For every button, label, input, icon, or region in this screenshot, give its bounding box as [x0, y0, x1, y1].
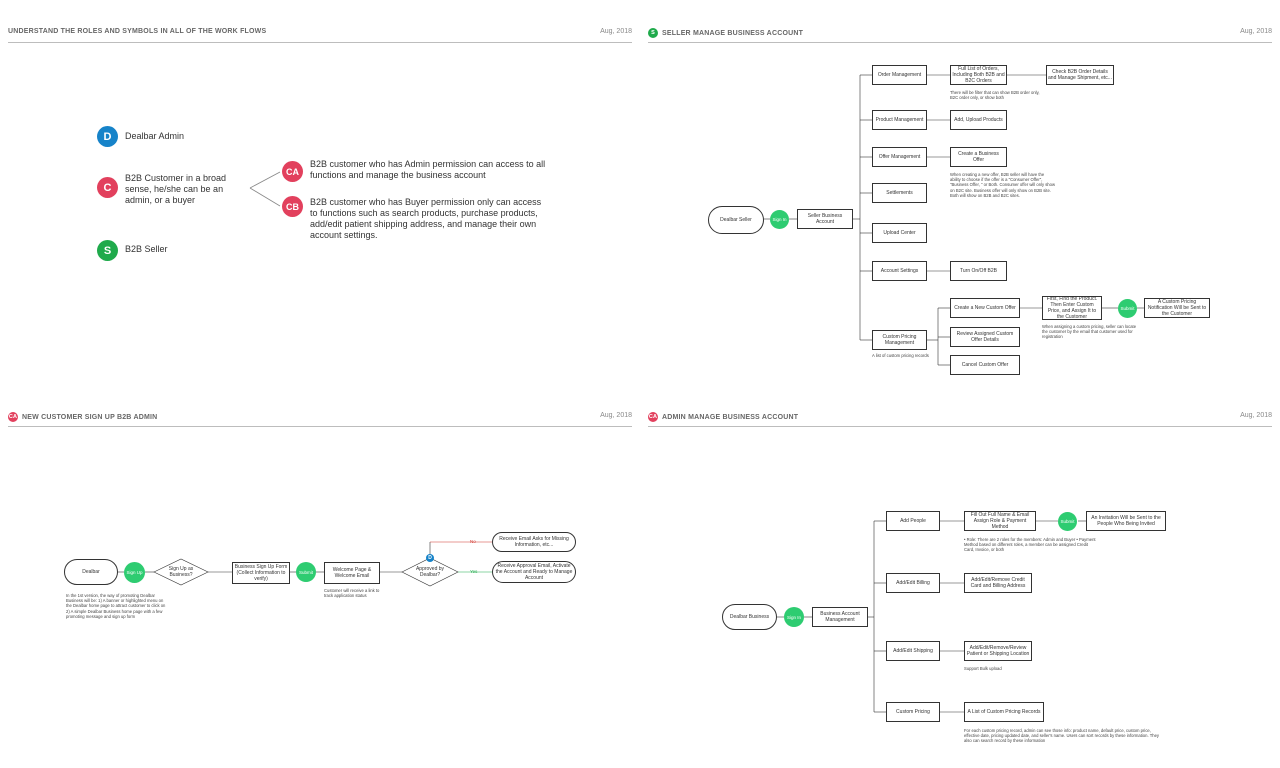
- create-business-offer: Create a Business Offer: [950, 147, 1007, 167]
- role-label-customer: B2B Customer in a broad sense, he/she ca…: [125, 173, 227, 205]
- role-label-customer-buyer: B2B customer who has Buyer permission on…: [310, 197, 542, 240]
- order-management: Order Management: [872, 65, 927, 85]
- add-people: Add People: [886, 511, 940, 531]
- signup-flow-lines: [118, 541, 492, 587]
- panel-title-text: ADMIN MANAGE BUSINESS ACCOUNT: [662, 413, 799, 421]
- seller-business-account: Seller Business Account: [797, 209, 853, 229]
- panel-header: UNDERSTAND THE ROLES AND SYMBOLS IN ALL …: [8, 28, 632, 43]
- panel-title: CA NEW CUSTOMER SIGN UP B2B ADMIN: [8, 412, 157, 422]
- admin-flow-lines: [777, 520, 1086, 713]
- pricing-note: For each custom pricing record, admin ca…: [964, 728, 1160, 744]
- role-label-customer-admin: B2B customer who has Admin permission ca…: [310, 159, 546, 180]
- customer-admin-badge-icon: CA: [8, 412, 18, 422]
- panel-title: S SELLER MANAGE BUSINESS ACCOUNT: [648, 28, 803, 38]
- sign-in-step: Sign In: [770, 210, 789, 229]
- settlements: Settlements: [872, 183, 927, 203]
- receive-missing-info-email: Receive Email Asks for Missing Informati…: [492, 532, 576, 552]
- start-dealbar-seller: Dealbar Seller: [708, 206, 764, 234]
- invitation-sent: An Invitation Will be Sent to the People…: [1086, 511, 1166, 531]
- order-note: There will be filter that can show B2B o…: [950, 90, 1040, 101]
- decision-approved: Approved by Dealbar?: [415, 566, 445, 578]
- custom-pricing-notification: A Custom Pricing Notification Will be Se…: [1144, 298, 1210, 318]
- welcome-note: Customer will receive a link to track ap…: [324, 588, 380, 599]
- customer-admin-badge-icon: CA: [648, 412, 658, 422]
- find-product-assign-price: First, Find the Product. Then Enter Cust…: [1042, 296, 1102, 320]
- create-new-custom-offer: Create a New Custom Offer: [950, 298, 1020, 318]
- offer-management: Offer Management: [872, 147, 927, 167]
- decision-sign-up-business: Sign Up as Business?: [168, 566, 194, 578]
- custom-note: When assigning a custom pricing, seller …: [1042, 324, 1137, 340]
- submit-step: Submit: [296, 562, 316, 582]
- submit-step: Submit: [1058, 512, 1077, 531]
- welcome-page-email: Welcome Page & Welcome Email: [324, 562, 380, 584]
- fill-out-name-email: Fill Out Full Name & Email Assign Role &…: [964, 511, 1036, 531]
- business-account-management: Business Account Management: [812, 607, 868, 627]
- shipping-note: Support Bulk upload: [964, 666, 1002, 671]
- people-note: • Role: There are 2 roles for the member…: [964, 537, 1096, 553]
- panel-date: Aug, 2018: [1240, 28, 1272, 35]
- custom-list-note: A list of custom pricing records: [872, 353, 929, 358]
- seller-badge-icon: S: [648, 28, 658, 38]
- signup-panel: CA NEW CUSTOMER SIGN UP B2B ADMIN Aug, 20…: [0, 384, 640, 768]
- review-assigned-custom-offer: Review Assigned Custom Offer Details: [950, 327, 1020, 347]
- customer-buyer-badge-icon: CB: [282, 196, 303, 217]
- add-edit-credit-card: Add/Edit/Remove Credit Card and Billing …: [964, 573, 1032, 593]
- role-label-seller: B2B Seller: [125, 244, 168, 254]
- product-management: Product Management: [872, 110, 927, 130]
- full-list-of-orders: Full List of Orders, Including Both B2B …: [950, 65, 1007, 85]
- panel-header: CA ADMIN MANAGE BUSINESS ACCOUNT Aug, 201…: [648, 412, 1272, 427]
- add-edit-billing: Add/Edit Billing: [886, 573, 940, 593]
- add-edit-shipping-location: Add/Edit/Remove/Review Patient or Shippi…: [964, 641, 1032, 661]
- start-dealbar: Dealbar: [64, 559, 118, 585]
- turn-on-off-b2b: Turn On/Off B2B: [950, 261, 1007, 281]
- admin-badge-icon: D: [97, 126, 118, 147]
- role-label-admin: Dealbar Admin: [125, 131, 185, 141]
- roles-panel: UNDERSTAND THE ROLES AND SYMBOLS IN ALL …: [0, 0, 640, 384]
- seller-flow-lines: [764, 74, 1144, 366]
- upload-center: Upload Center: [872, 223, 927, 243]
- seller-panel: S SELLER MANAGE BUSINESS ACCOUNT Aug, 201…: [640, 0, 1280, 384]
- panel-header: S SELLER MANAGE BUSINESS ACCOUNT Aug, 201…: [648, 28, 1272, 43]
- submit-step: Submit: [1118, 299, 1137, 318]
- admin-panel: CA ADMIN MANAGE BUSINESS ACCOUNT Aug, 201…: [640, 384, 1280, 768]
- check-b2b-order-details: Check B2B Order Details and Manage Shipm…: [1046, 65, 1114, 85]
- promotion-note: In the 1st version, the way of promoting…: [66, 593, 166, 619]
- sign-up-step: Sign Up: [124, 562, 145, 583]
- no-label: No: [470, 539, 476, 544]
- dealbar-admin-badge-icon: D: [426, 554, 434, 562]
- panel-date: Aug, 2018: [600, 28, 632, 35]
- sign-in-step: Sign In: [784, 607, 804, 627]
- offer-note: When creating a new offer, B2B seller wi…: [950, 172, 1055, 198]
- custom-pricing-management: Custom Pricing Management: [872, 330, 927, 350]
- customer-admin-badge-icon: CA: [282, 161, 303, 182]
- start-dealbar-business: Dealbar Business: [722, 604, 777, 630]
- panel-header: CA NEW CUSTOMER SIGN UP B2B ADMIN Aug, 20…: [8, 412, 632, 427]
- custom-pricing-records: A List of Custom Pricing Records: [964, 702, 1044, 722]
- add-upload-products: Add, Upload Products: [950, 110, 1007, 130]
- panel-title: CA ADMIN MANAGE BUSINESS ACCOUNT: [648, 412, 798, 422]
- custom-pricing: Custom Pricing: [886, 702, 940, 722]
- add-edit-shipping: Add/Edit Shipping: [886, 641, 940, 661]
- panel-date: Aug, 2018: [600, 412, 632, 419]
- cancel-custom-offer: Cancel Custom Offer: [950, 355, 1020, 375]
- yes-label: Yes: [470, 569, 478, 574]
- seller-badge-icon: S: [97, 240, 118, 261]
- panel-title-text: NEW CUSTOMER SIGN UP B2B ADMIN: [22, 413, 158, 421]
- customer-badge-icon: C: [97, 177, 118, 198]
- panel-title-text: SELLER MANAGE BUSINESS ACCOUNT: [662, 29, 804, 37]
- panel-title: UNDERSTAND THE ROLES AND SYMBOLS IN ALL …: [8, 28, 267, 35]
- business-sign-up-form: Business Sign Up Form (Collect Informati…: [232, 562, 290, 584]
- panel-date: Aug, 2018: [1240, 412, 1272, 419]
- account-settings: Account Settings: [872, 261, 927, 281]
- receive-approval-email: Receive Approval Email, Activate the Acc…: [492, 561, 576, 583]
- role-connector-lines: [249, 171, 281, 207]
